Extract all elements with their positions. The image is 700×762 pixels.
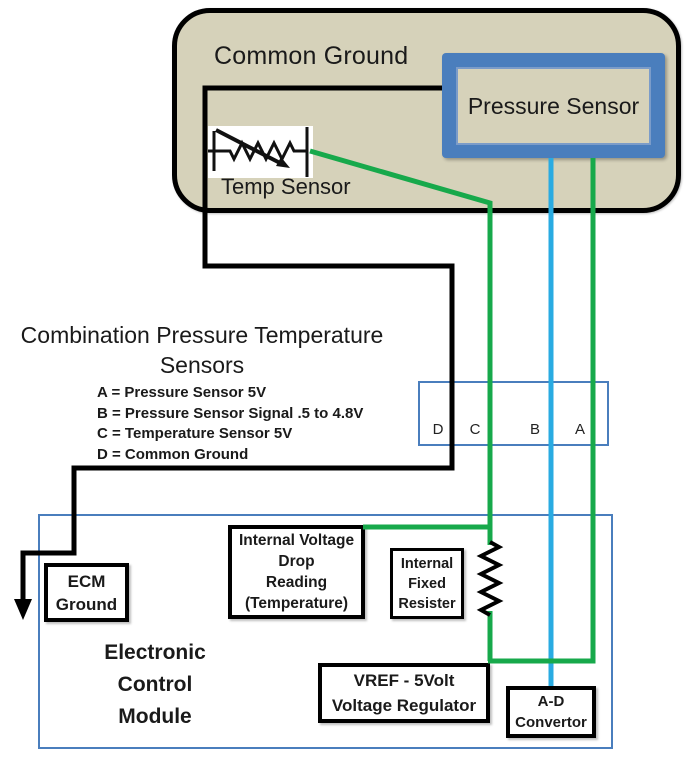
- vref-regulator-box: VREF - 5Volt Voltage Regulator: [318, 663, 490, 723]
- legend-item-d: D = Common Ground: [97, 445, 249, 463]
- common-ground-label: Common Ground: [214, 42, 409, 70]
- legend-item-a: A = Pressure Sensor 5V: [97, 384, 267, 401]
- fixedres-line-2: Fixed: [408, 575, 446, 592]
- fixedres-line-3: Resister: [398, 595, 456, 612]
- vref-line-1: VREF - 5Volt: [353, 671, 455, 690]
- ad-converter-box: A-D Convertor: [506, 686, 596, 738]
- internal-voltage-drop-box: Internal Voltage Drop Reading (Temperatu…: [228, 525, 365, 619]
- ecm-ground-line-1: ECM: [67, 571, 106, 591]
- thermistor-icon: [208, 127, 309, 177]
- connector-pin-c: C: [469, 421, 481, 438]
- heading-line-1: Combination Pressure Temperature: [20, 322, 384, 348]
- connector-pin-b: B: [529, 421, 540, 438]
- temp-sensor-box: [208, 126, 313, 178]
- temp-sensor-label: Temp Sensor: [221, 174, 351, 199]
- heading-line-2: Sensors: [159, 352, 245, 378]
- ivdr-line-3: Reading: [265, 574, 328, 591]
- connector-pin-d: D: [432, 421, 444, 438]
- legend-item-c: C = Temperature Sensor 5V: [97, 425, 293, 442]
- pressure-sensor-label: Pressure Sensor: [456, 67, 651, 145]
- ivdr-line-4: (Temperature): [244, 595, 349, 612]
- ivdr-line-2: Drop: [278, 553, 315, 570]
- vref-line-2: Voltage Regulator: [331, 696, 477, 715]
- connector-pin-a: A: [574, 421, 585, 438]
- ground-arrow-icon: [14, 599, 32, 620]
- ivdr-line-1: Internal Voltage: [238, 532, 355, 549]
- ad-line-1: A-D: [537, 693, 565, 710]
- pressure-sensor-box: Pressure Sensor: [442, 53, 665, 158]
- pin-legend: A = Pressure Sensor 5V B = Pressure Sens…: [97, 383, 363, 465]
- internal-fixed-resistor-box: Internal Fixed Resister: [390, 548, 464, 619]
- ecm-title: Electronic Control Module: [55, 637, 255, 733]
- ecm-title-line-2: Control: [117, 673, 193, 696]
- fixedres-line-1: Internal: [400, 555, 454, 572]
- ecm-ground-box: ECM Ground: [44, 563, 129, 622]
- diagram-heading: Combination Pressure Temperature Sensors: [8, 320, 396, 380]
- ad-line-2: Convertor: [515, 714, 587, 731]
- ecm-title-line-3: Module: [118, 705, 192, 728]
- ecm-title-line-1: Electronic: [104, 641, 206, 664]
- ecm-ground-line-2: Ground: [55, 594, 118, 614]
- legend-item-b: B = Pressure Sensor Signal .5 to 4.8V: [97, 404, 364, 422]
